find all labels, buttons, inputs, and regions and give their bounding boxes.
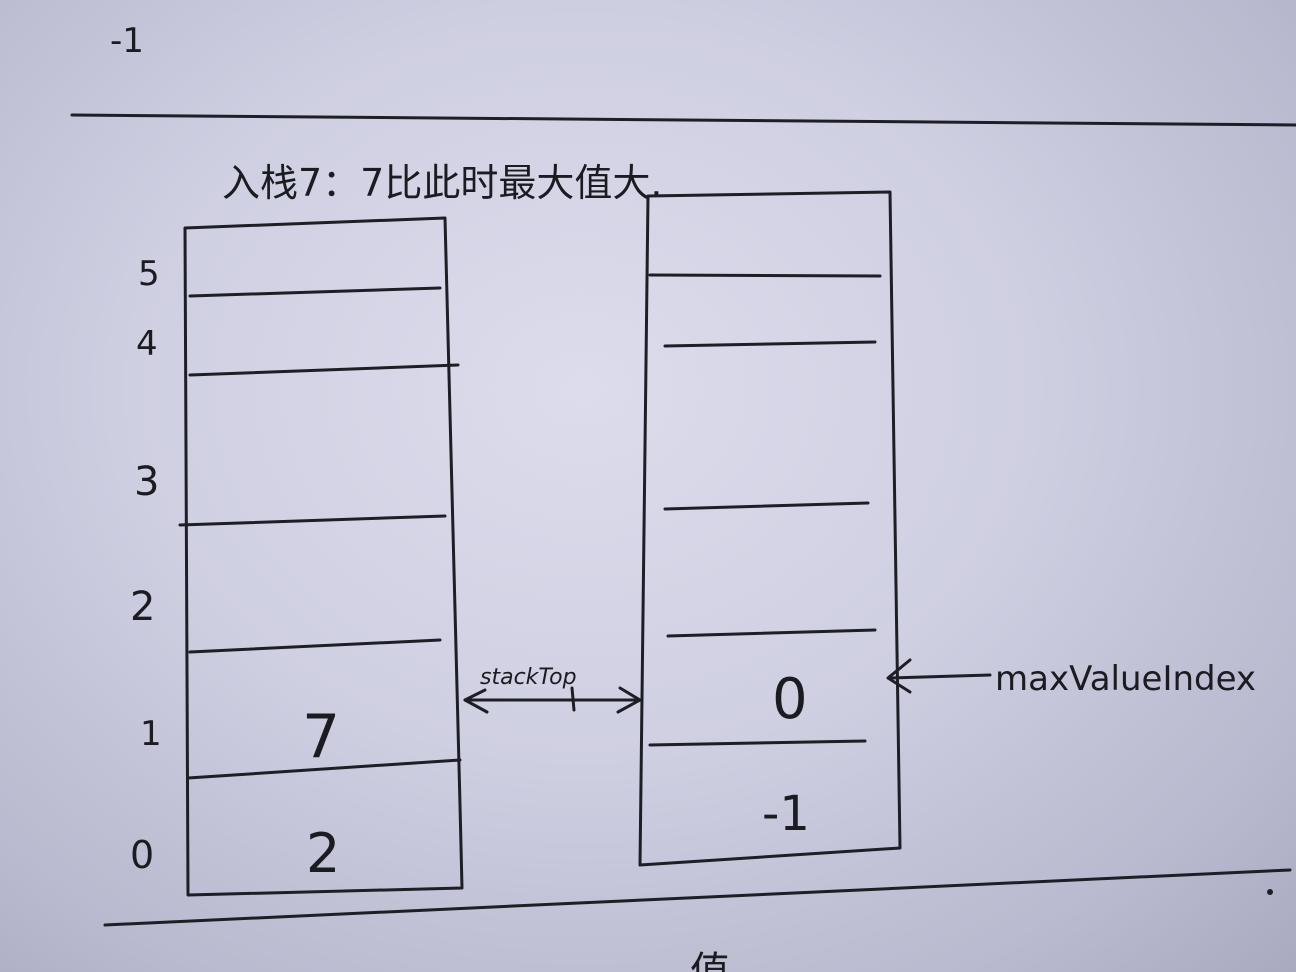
stack-top-label: stackTop	[480, 665, 577, 690]
right-stack-outline	[638, 190, 902, 867]
right-stack-divider	[663, 501, 870, 511]
max-value-index-label: maxValueIndex	[995, 659, 1256, 699]
left-stack-divider	[178, 514, 447, 527]
left-stack-divider	[188, 363, 460, 377]
left-stack: 7 2	[178, 216, 464, 897]
max-value-index-pointer: maxValueIndex	[886, 658, 1256, 699]
left-stack-value: 2	[306, 822, 340, 885]
stack-index-label: 0	[130, 833, 154, 877]
stack-index-label: 5	[138, 254, 160, 294]
top-note-value: -1	[110, 21, 144, 61]
stack-index-label: 1	[140, 714, 162, 754]
top-divider-line	[70, 113, 1296, 127]
right-stack-value: 0	[772, 667, 808, 732]
right-stack-divider	[663, 340, 877, 348]
left-stack-value: 7	[302, 702, 340, 772]
right-stack-divider	[648, 273, 882, 278]
stack-index-label: 3	[134, 459, 159, 505]
left-stack-outline	[183, 216, 464, 897]
stack-index-labels: 5 4 3 2 1 0	[130, 254, 162, 877]
heading-text: 入栈7：7比此时最大值大.	[222, 161, 662, 205]
bottom-divider-line	[103, 868, 1292, 927]
right-stack-divider	[666, 628, 877, 638]
ink-dot	[1267, 889, 1273, 895]
stack-index-label: 2	[130, 584, 155, 630]
left-stack-divider	[186, 758, 462, 780]
bottom-partial-text: …值	[650, 949, 730, 972]
right-stack-divider	[648, 739, 867, 747]
stack-index-label: 4	[136, 324, 158, 364]
left-stack-divider	[188, 638, 442, 654]
stack-top-arrow: stackTop	[463, 665, 642, 714]
right-stack-value: -1	[762, 786, 810, 842]
left-stack-divider	[188, 286, 442, 298]
right-stack: 0 -1	[638, 190, 902, 867]
